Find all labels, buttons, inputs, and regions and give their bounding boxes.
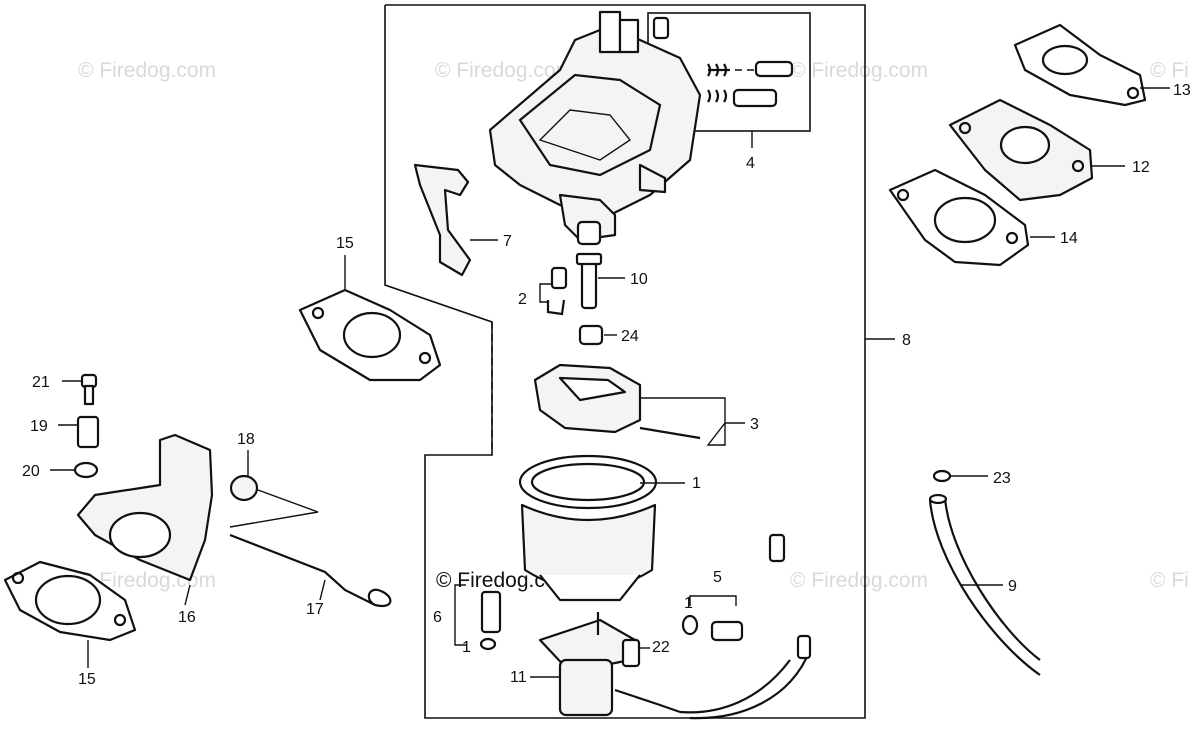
part-20-nut	[73, 461, 99, 479]
part-3-float	[533, 363, 701, 440]
callout-5: 5	[713, 569, 722, 586]
part-18-grommet	[229, 474, 319, 528]
callout-7: 7	[503, 233, 512, 250]
callout-8: 8	[902, 332, 911, 349]
callout-16: 16	[178, 609, 196, 626]
part-22-bolt	[621, 638, 641, 668]
part-5-screw	[681, 614, 744, 642]
callout-1-drain: 1	[462, 639, 471, 656]
part-19-nut	[76, 415, 100, 449]
assembly-8-boundary	[384, 4, 866, 719]
callout-24: 24	[621, 328, 639, 345]
part-1-float-bowl	[518, 454, 658, 602]
callout-22: 22	[652, 639, 670, 656]
part-21-bolt	[80, 373, 98, 406]
inset-screws	[652, 16, 794, 108]
part-15-gasket-lower	[3, 560, 137, 642]
callout-6: 6	[433, 609, 442, 626]
callout-1: 1	[692, 475, 701, 492]
watermark-top-right: © Firedog.com	[790, 59, 928, 82]
watermark-top-edge: © Fi	[1150, 59, 1189, 82]
callout-4: 4	[746, 155, 755, 172]
callout-12: 12	[1132, 159, 1150, 176]
callout-20: 20	[22, 463, 40, 480]
watermark-top-center: © Firedog.com	[435, 59, 573, 82]
part-14-gasket	[888, 168, 1030, 267]
part-11-solenoid	[538, 533, 812, 720]
part-13-gasket	[1013, 23, 1147, 107]
part-6-drain-screw	[479, 590, 502, 651]
part-16-bracket	[76, 433, 214, 582]
callout-3: 3	[750, 416, 759, 433]
callout-23: 23	[993, 470, 1011, 487]
callout-9: 9	[1008, 578, 1017, 595]
callout-15-lower: 15	[78, 671, 96, 688]
callout-15-upper: 15	[336, 235, 354, 252]
callout-10: 10	[630, 271, 648, 288]
callout-1-washer: 1	[684, 595, 693, 612]
part-9-fuel-tube	[928, 493, 1041, 676]
part-10-needle	[575, 252, 603, 310]
part-7-lever	[413, 163, 472, 277]
callout-18: 18	[237, 431, 255, 448]
leader-lines	[50, 87, 1170, 678]
part-15-gasket-upper	[298, 288, 442, 382]
callout-17: 17	[306, 601, 324, 618]
part-12-insulator	[948, 98, 1094, 202]
watermark-top-left: © Firedog.com	[78, 59, 216, 82]
callout-13: 13	[1173, 82, 1191, 99]
part-17-rod	[229, 533, 392, 608]
callout-21: 21	[32, 374, 50, 391]
callout-11: 11	[510, 669, 527, 686]
watermark-bottom-right: © Firedog.com	[790, 569, 928, 592]
watermark-bottom-edge: © Fi	[1150, 569, 1189, 592]
part-23-clip	[932, 469, 952, 483]
part-2-float-valve	[546, 266, 568, 316]
callout-19: 19	[30, 418, 48, 435]
carburetor-body	[488, 10, 702, 246]
callout-14: 14	[1060, 230, 1078, 247]
part-24-jet	[578, 324, 604, 346]
callout-2: 2	[518, 291, 527, 308]
